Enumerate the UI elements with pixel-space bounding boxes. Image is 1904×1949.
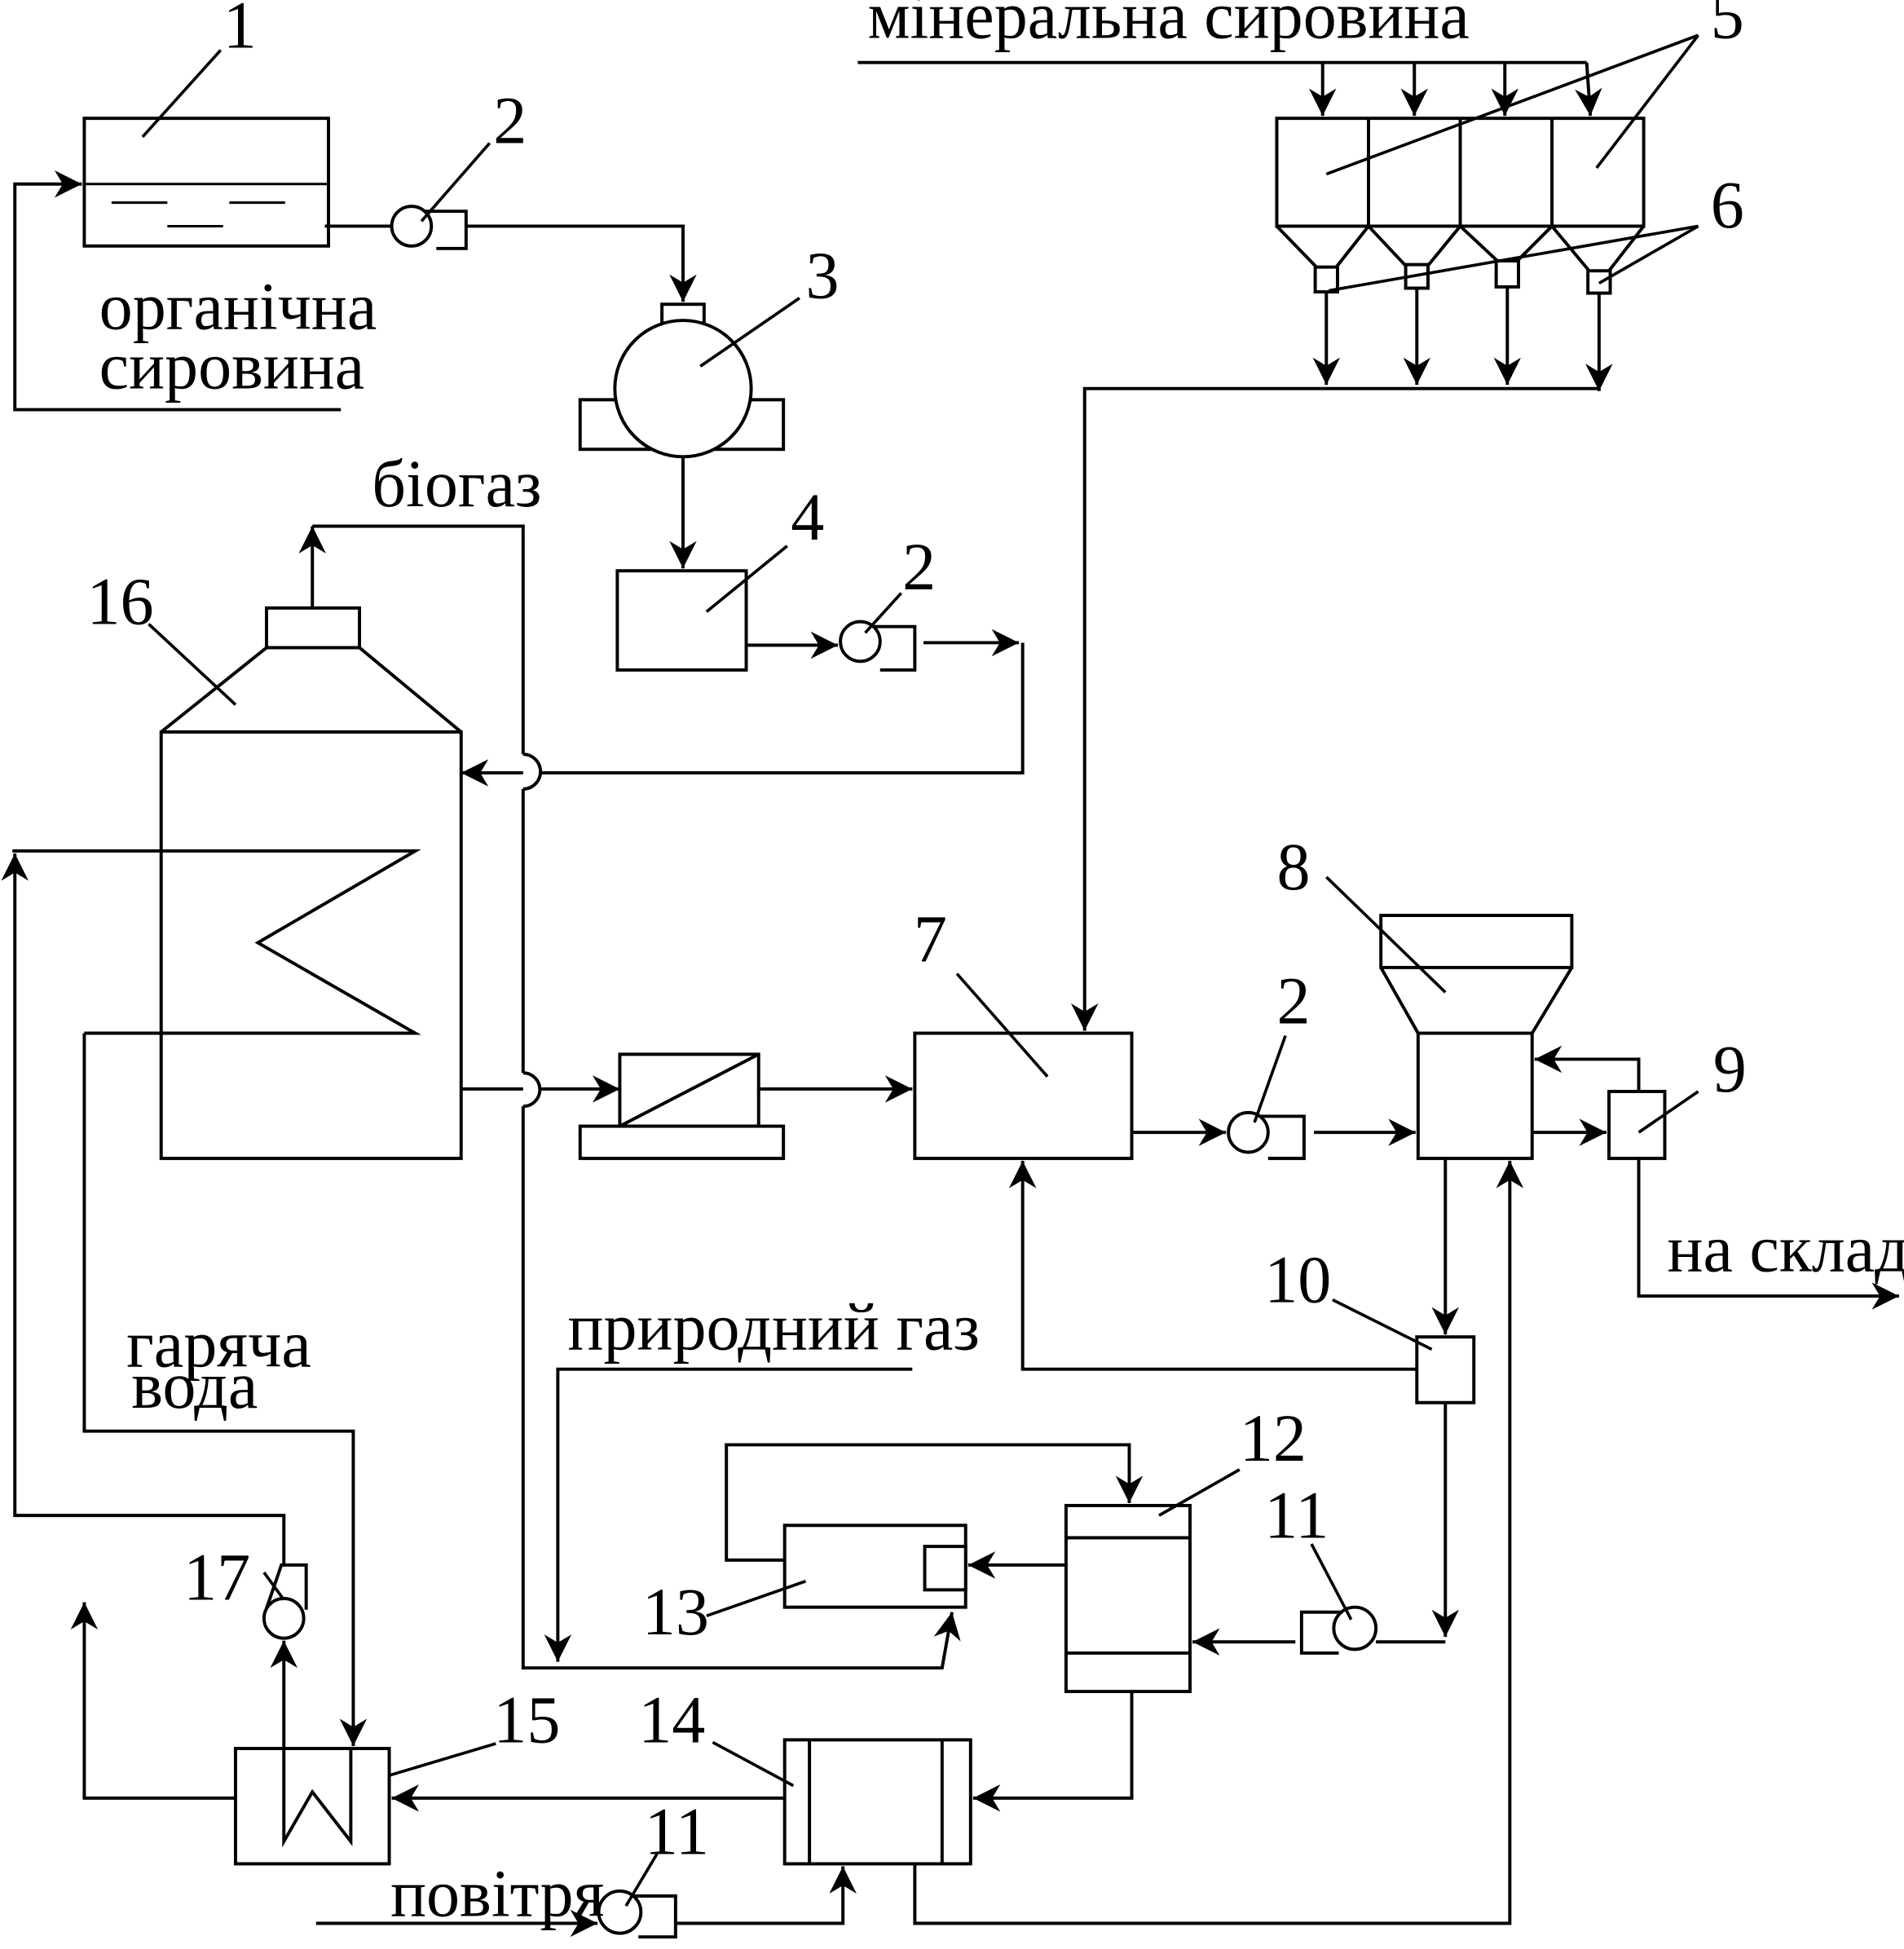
furnace-13 [782, 1523, 967, 1609]
num-10: 10 [1264, 1243, 1331, 1317]
label-biogas: біогаз [372, 447, 541, 521]
num-2-right: 2 [1276, 963, 1310, 1038]
label-natural-gas: природний газ [568, 1290, 980, 1364]
label-organic-2: сировина [99, 329, 365, 403]
label-mineral: мінеральна сировина [868, 0, 1470, 52]
leader-lines [141, 33, 1699, 1907]
num-5: 5 [1711, 0, 1744, 52]
num-1: 1 [223, 0, 257, 62]
boiler-15 [233, 1747, 391, 1866]
num-11-bottom: 11 [645, 1794, 709, 1868]
separator-3 [578, 302, 786, 459]
label-air: повітря [390, 1856, 604, 1930]
mixer-7 [913, 1031, 1134, 1161]
granulator-8 [1379, 914, 1574, 1161]
hoppers-5 [1275, 117, 1646, 272]
tank-4 [615, 569, 748, 672]
num-13: 13 [642, 1575, 709, 1649]
pump-2-right [1227, 1110, 1306, 1161]
dryer-12 [1064, 1503, 1192, 1694]
label-hot-water-2: вода [131, 1348, 258, 1422]
flow-lines [1, 60, 1899, 1938]
num-9: 9 [1713, 1032, 1747, 1106]
num-17: 17 [183, 1541, 250, 1615]
num-14: 14 [638, 1682, 705, 1757]
tank-organic-1 [82, 117, 330, 248]
label-hot-water-1: гаряча [126, 1307, 311, 1382]
num-15: 15 [493, 1682, 560, 1757]
text-labels: органічна сировина мінеральна сировина б… [86, 0, 1904, 1930]
num-11-right: 11 [1264, 1479, 1329, 1553]
label-organic-1: органічна [99, 270, 377, 344]
num-3: 3 [806, 239, 840, 313]
num-2-middle: 2 [902, 530, 936, 604]
digester-16 [12, 606, 463, 1161]
num-16: 16 [86, 565, 153, 639]
screen-9 [1607, 1090, 1667, 1161]
num-6: 6 [1711, 168, 1744, 242]
num-12: 12 [1240, 1401, 1307, 1475]
fan-11-right [1299, 1605, 1378, 1655]
num-4: 4 [791, 480, 824, 554]
dosers-6 [1313, 259, 1612, 295]
num-7: 7 [914, 902, 947, 976]
pump-2-middle [839, 620, 917, 672]
pump-17 [262, 1563, 308, 1640]
num-2-top: 2 [493, 84, 527, 158]
heat-exchanger-14 [782, 1738, 972, 1866]
filter-unit [578, 1052, 786, 1161]
fan-11-bottom [597, 1889, 677, 1939]
num-8: 8 [1276, 830, 1310, 904]
label-to-storage: на склад [1668, 1212, 1904, 1286]
